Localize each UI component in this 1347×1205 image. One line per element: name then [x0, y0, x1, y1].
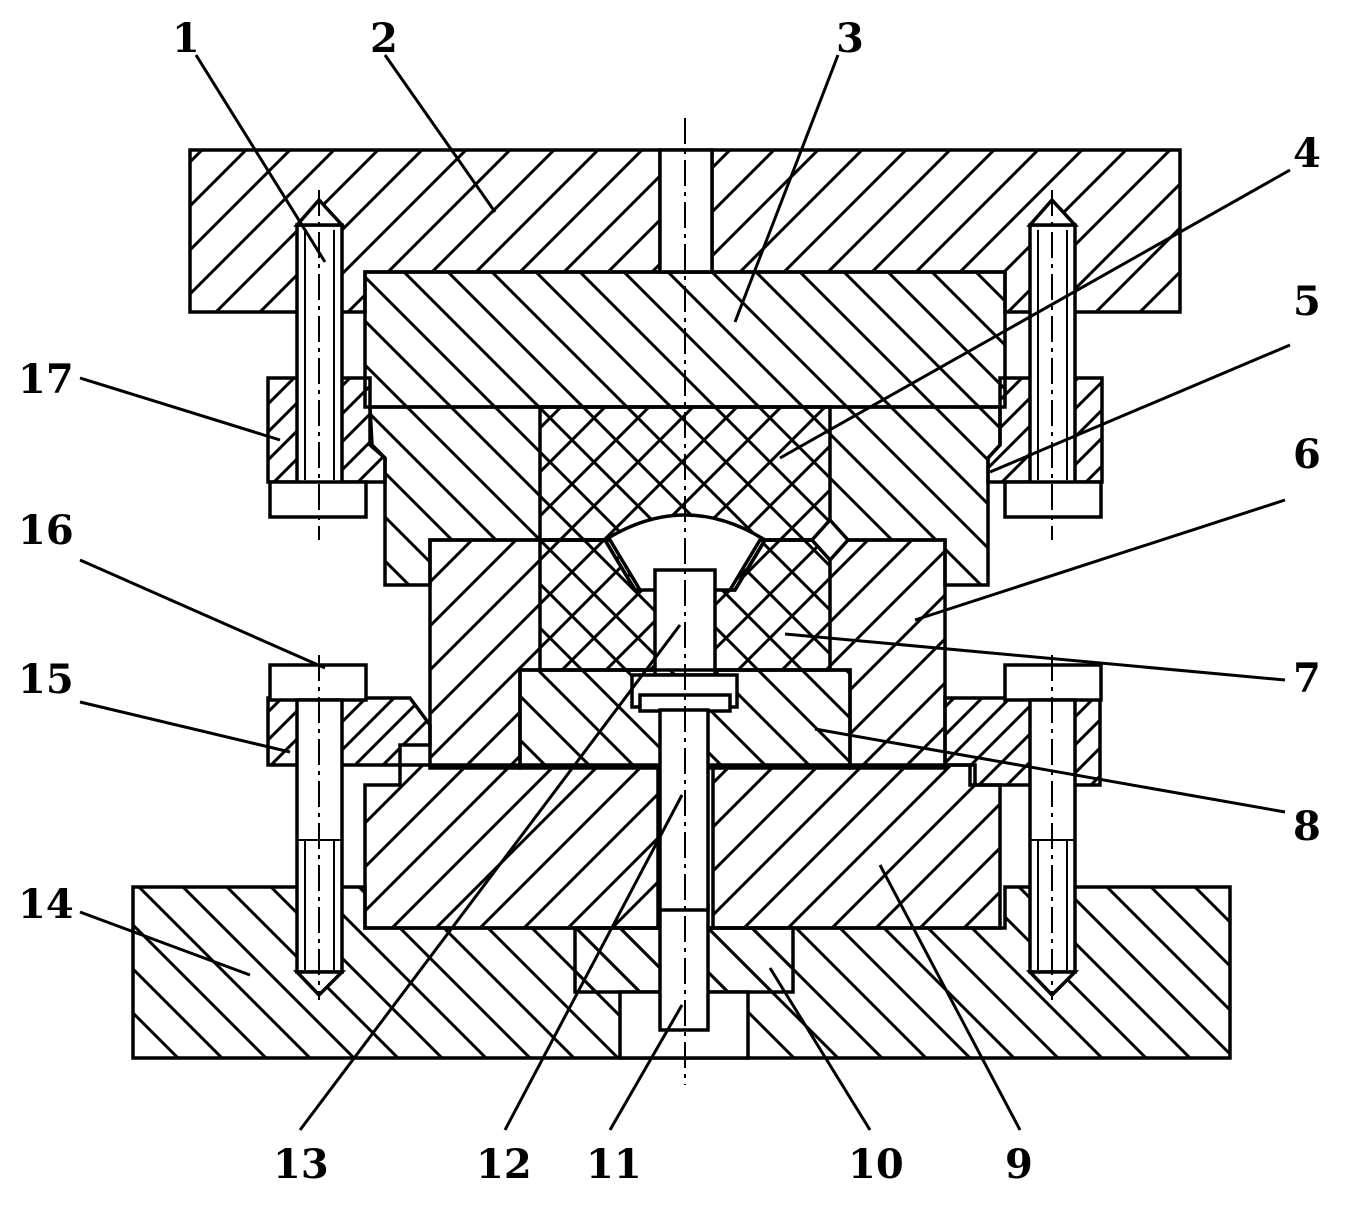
- leader-13: [298, 624, 682, 1131]
- leader-5: [989, 343, 1291, 474]
- callout-11: 11: [586, 1141, 642, 1188]
- leader-9: [878, 864, 1022, 1131]
- leader-14: [79, 910, 251, 977]
- leader-8: [814, 727, 1286, 814]
- callout-4: 4: [1293, 130, 1321, 177]
- callout-9: 9: [1005, 1141, 1033, 1188]
- callout-12: 12: [476, 1141, 532, 1188]
- callout-13: 13: [273, 1141, 329, 1188]
- callout-17: 17: [18, 356, 74, 403]
- leader-4: [779, 168, 1291, 460]
- leader-7: [784, 632, 1286, 682]
- leader-6: [914, 498, 1286, 622]
- centerlines: [318, 118, 1053, 1085]
- callout-15: 15: [18, 656, 74, 703]
- callout-14: 14: [18, 881, 74, 928]
- leader-2: [383, 54, 497, 213]
- callout-10: 10: [848, 1141, 904, 1188]
- callout-5: 5: [1293, 278, 1321, 325]
- leader-16: [79, 558, 326, 670]
- callout-2: 2: [370, 15, 398, 62]
- lower-clamp-left: [266, 696, 432, 767]
- leader-lines: [79, 54, 1291, 1131]
- bolt-thread-lines: [297, 230, 1075, 970]
- callout-3: 3: [836, 15, 864, 62]
- diamond-mark: [809, 517, 851, 563]
- leader-11: [608, 1004, 684, 1131]
- leader-12: [503, 794, 684, 1131]
- cavity-detail: [601, 538, 769, 592]
- leader-15: [79, 700, 291, 754]
- callout-1: 1: [172, 15, 200, 62]
- callout-6: 6: [1293, 431, 1321, 478]
- leader-17: [79, 376, 281, 442]
- callout-16: 16: [18, 507, 74, 554]
- leader-10: [768, 967, 872, 1131]
- callout-labels: 1 2 3 4 5 6 7 8 9 10 11 12 13 14 15 16 1…: [18, 15, 1321, 1188]
- leader-1: [194, 54, 327, 263]
- callout-8: 8: [1293, 803, 1321, 850]
- callout-7: 7: [1293, 655, 1321, 702]
- leader-3: [733, 54, 840, 323]
